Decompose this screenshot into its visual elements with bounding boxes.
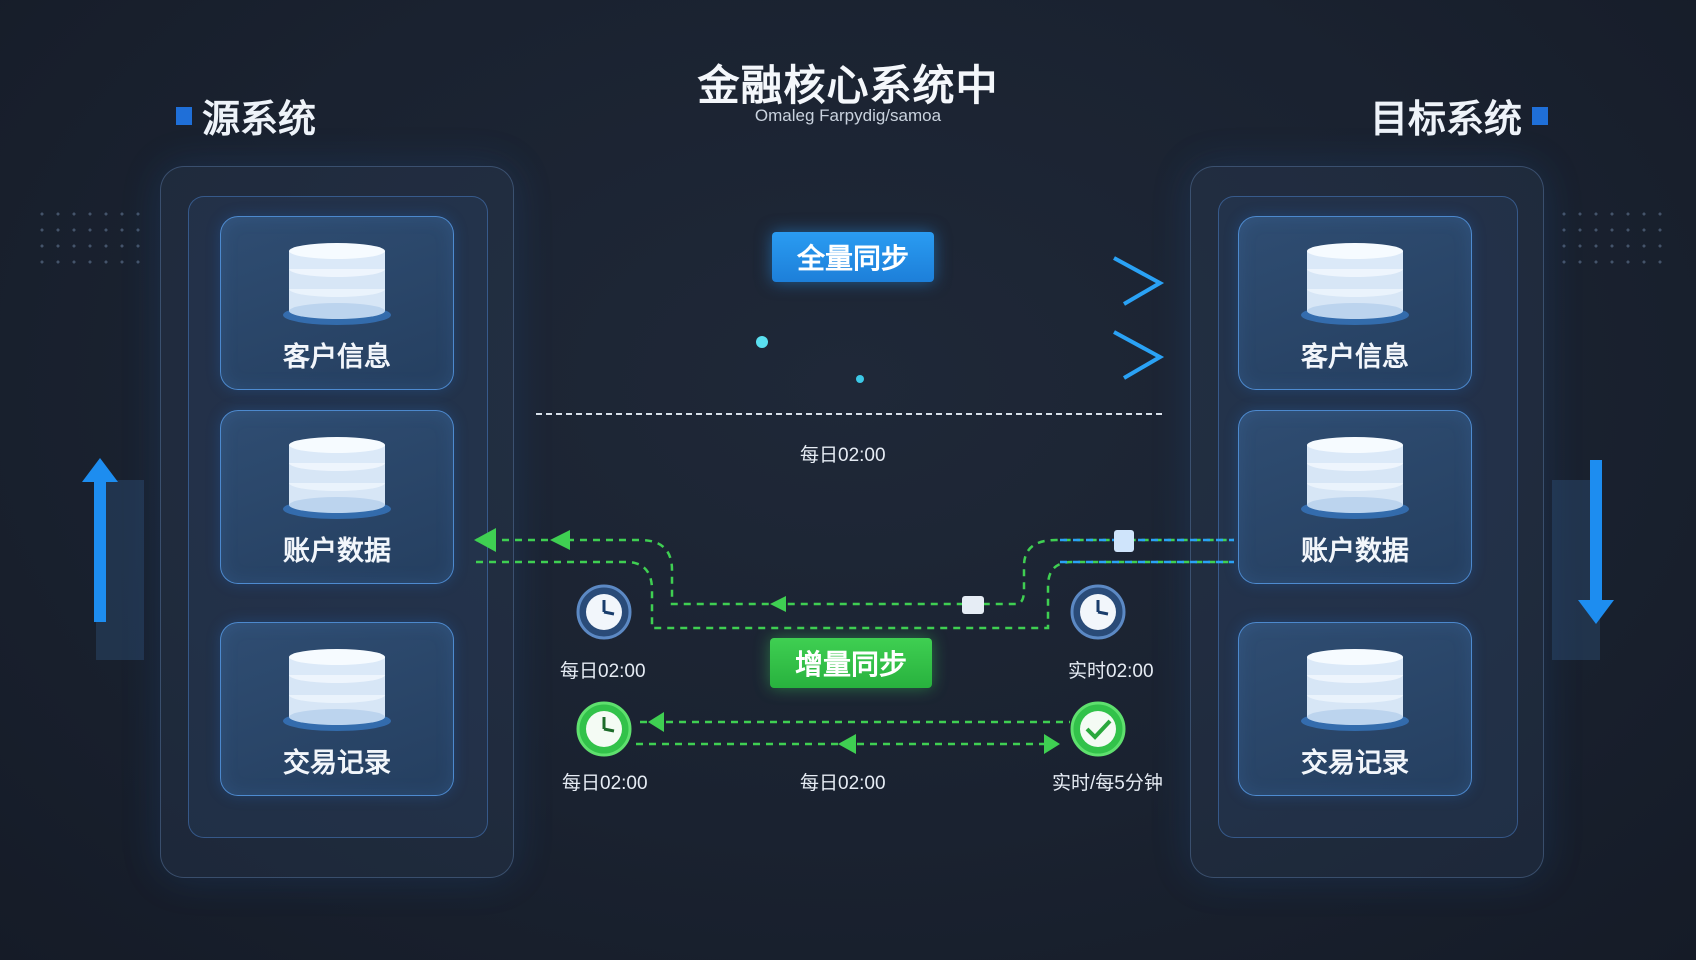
- right-arrow-icon: [1044, 734, 1060, 754]
- incremental-right-top-schedule: 实时02:00: [1068, 661, 1154, 682]
- left-arrow-icon: [838, 734, 856, 754]
- data-packet-icon: [962, 596, 984, 614]
- card-label: 账户数据: [1301, 536, 1409, 566]
- clock-icon: [576, 584, 632, 640]
- left-arrow-icon: [648, 712, 664, 732]
- dot-grid-decoration-left: [34, 206, 144, 276]
- clock-icon-green: [576, 701, 632, 757]
- card-label: 客户信息: [283, 342, 391, 372]
- title-marker-icon: [176, 106, 192, 125]
- target-card-transaction-records[interactable]: 交易记录: [1238, 622, 1472, 796]
- down-arrow-icon: [1578, 460, 1614, 624]
- full-sync-schedule-label: 每日02:00: [800, 445, 886, 466]
- incremental-left-bottom-schedule: 每日02:00: [562, 773, 648, 794]
- source-card-customer-info[interactable]: 客户信息: [220, 216, 454, 390]
- up-arrow-icon: [82, 458, 118, 622]
- database-icon: [1301, 437, 1409, 519]
- database-icon: [283, 649, 391, 731]
- left-arrow-icon: [770, 596, 786, 612]
- incremental-left-top-schedule: 每日02:00: [560, 661, 646, 682]
- target-system-title-text: 目标系统: [1370, 99, 1523, 141]
- incremental-sync-badge: 增量同步: [770, 638, 932, 688]
- target-card-account-data[interactable]: 账户数据: [1238, 410, 1472, 584]
- full-sync-badge: 全量同步: [772, 232, 934, 282]
- source-system-title-text: 源系统: [202, 99, 317, 141]
- incremental-sync-path-lower: [636, 720, 1070, 746]
- incremental-middle-bottom-schedule: 每日02:00: [800, 773, 886, 794]
- database-icon: [1301, 243, 1409, 325]
- full-sync-arrow-2: [536, 330, 1165, 383]
- diagram-title: 金融核心系统中: [697, 62, 999, 109]
- card-label: 交易记录: [1301, 748, 1409, 778]
- card-label: 交易记录: [283, 748, 391, 778]
- card-label: 账户数据: [283, 536, 391, 566]
- card-label: 客户信息: [1301, 342, 1409, 372]
- database-icon: [283, 243, 391, 325]
- source-system-title: 源系统: [176, 88, 316, 143]
- clock-icon: [1070, 584, 1126, 640]
- database-icon: [283, 437, 391, 519]
- incremental-sync-path-upper: [476, 538, 1234, 630]
- dot-grid-decoration-right: [1556, 206, 1666, 276]
- database-icon: [1301, 649, 1409, 731]
- check-icon: [1070, 701, 1126, 757]
- diagram-subtitle: Omaleg Farpydig/samoa: [754, 106, 942, 125]
- target-card-customer-info[interactable]: 客户信息: [1238, 216, 1472, 390]
- left-arrow-icon: [474, 528, 496, 552]
- source-card-transaction-records[interactable]: 交易记录: [220, 622, 454, 796]
- data-packet-icon: [1114, 530, 1134, 552]
- incremental-right-bottom-schedule: 实时/每5分钟: [1052, 773, 1163, 794]
- left-arrow-icon: [550, 530, 570, 550]
- source-card-account-data[interactable]: 账户数据: [220, 410, 454, 584]
- title-marker-icon: [1532, 106, 1549, 125]
- target-system-title: 目标系统: [1370, 88, 1549, 143]
